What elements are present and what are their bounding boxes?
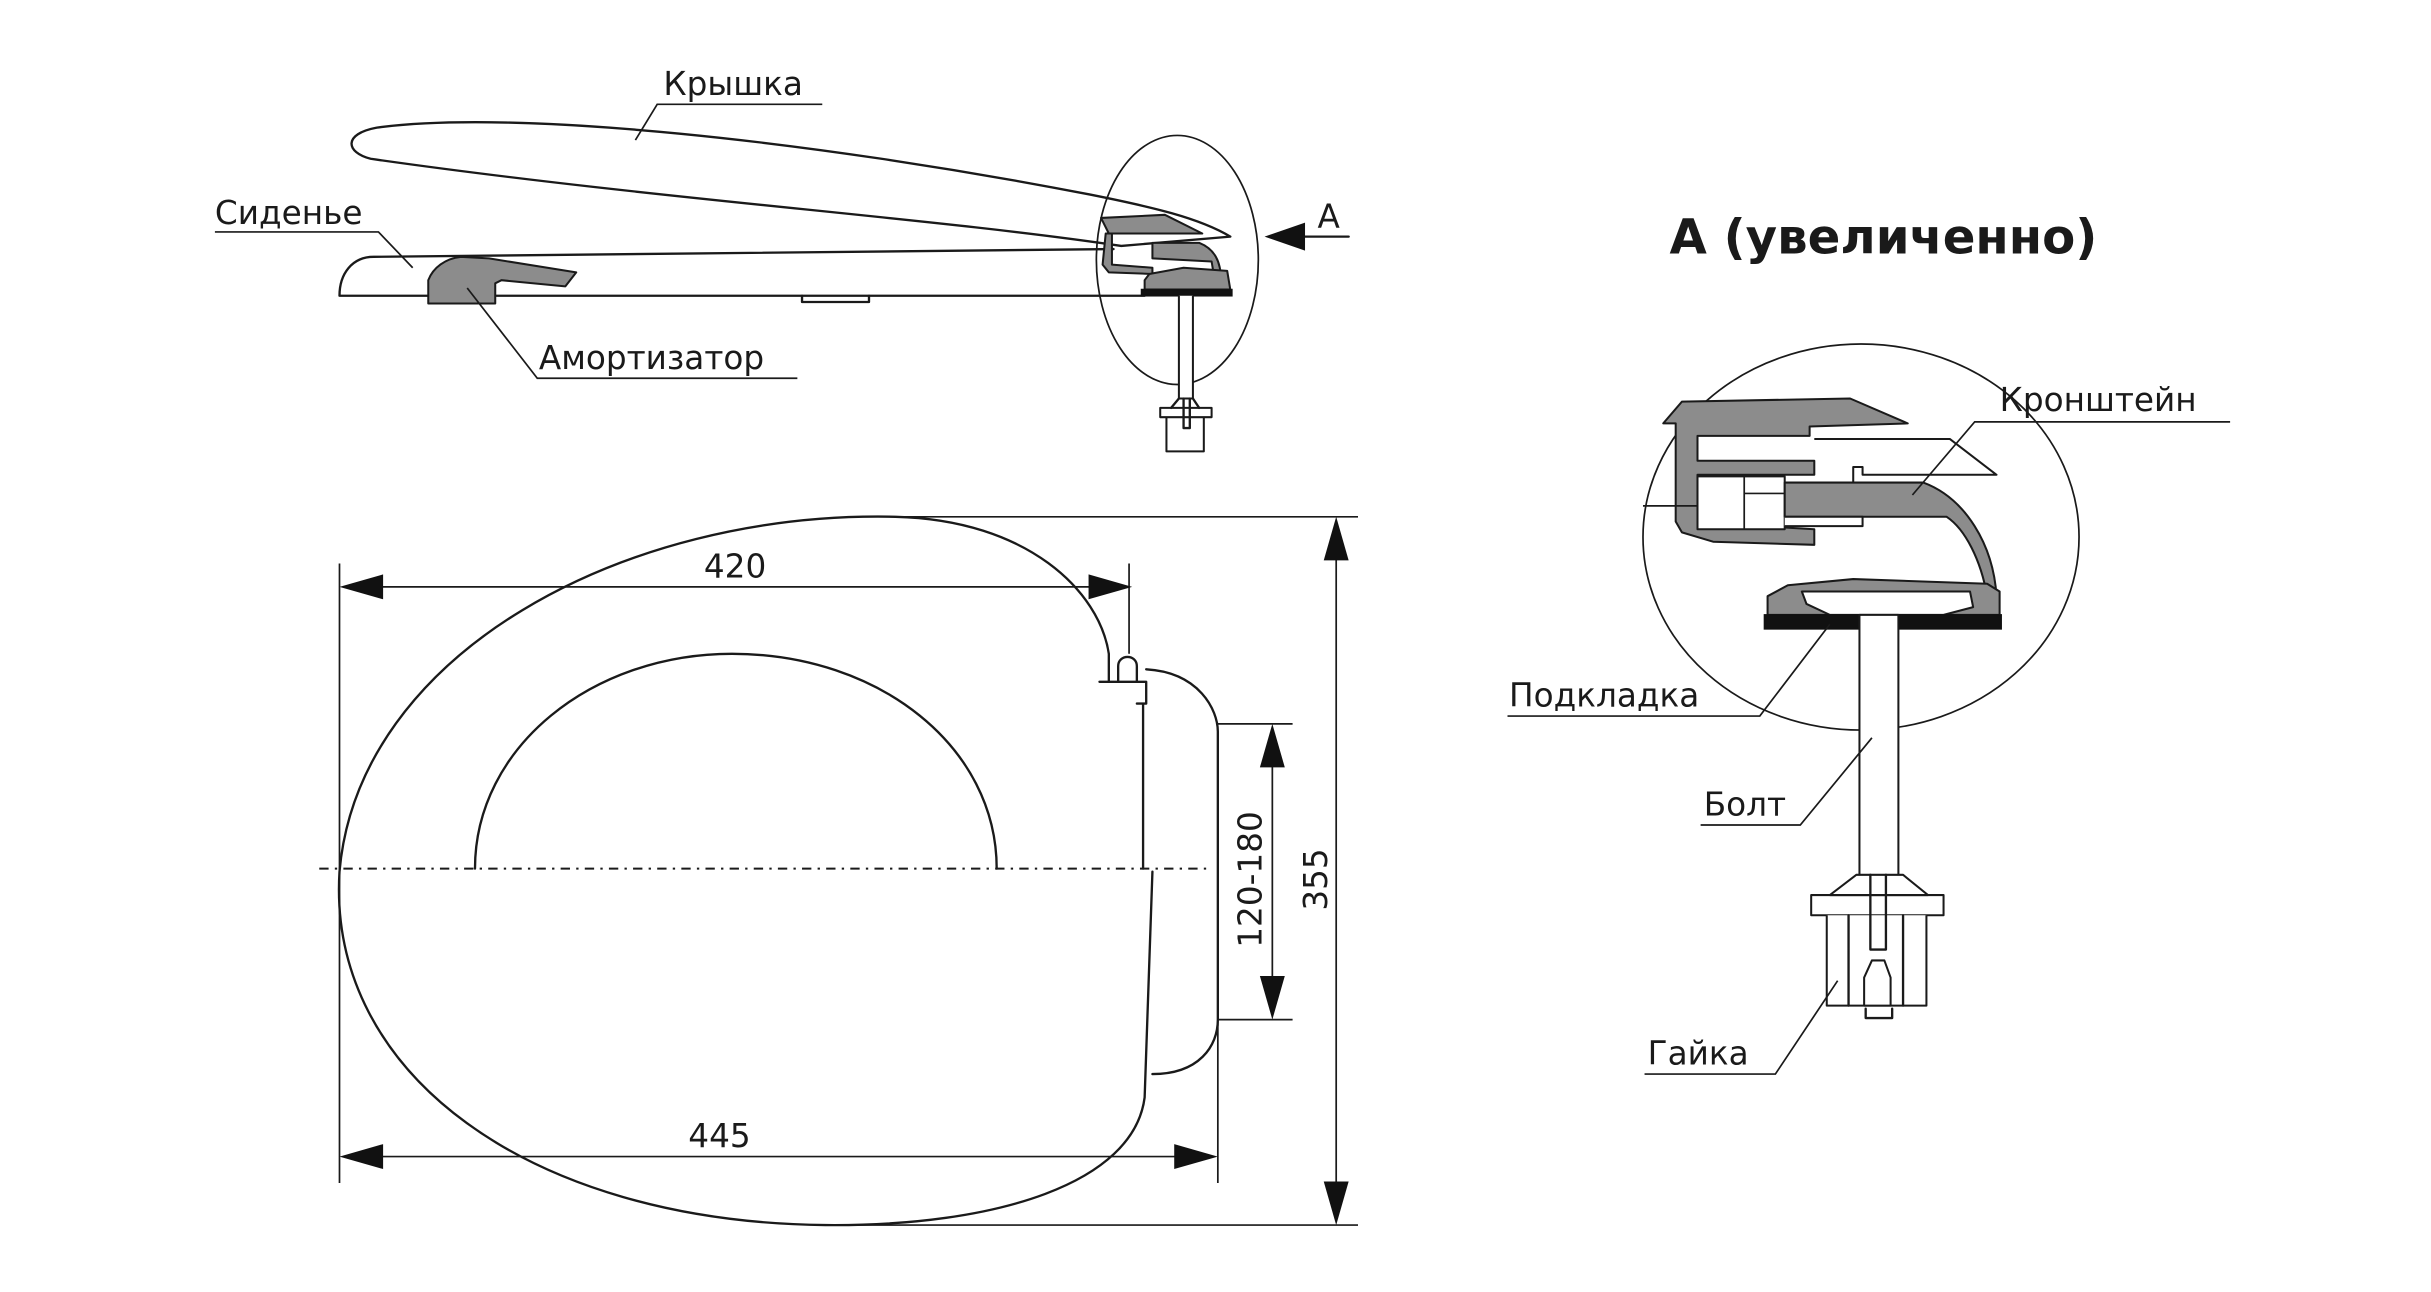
side-view: А Крышка Сиденье Амортизатор (214, 65, 1350, 453)
hinge-top-part (1100, 213, 1204, 235)
dim-hinge-arrow-top (1259, 723, 1285, 768)
bolt-part (1858, 613, 1900, 892)
buffer-leader (466, 287, 798, 380)
view-arrow-head (1264, 222, 1306, 251)
bracket-part (1783, 481, 1998, 598)
dim-445-arrow-right (1174, 1144, 1218, 1170)
nut-label: Гайка (1648, 1035, 1749, 1073)
base-cavity (1800, 590, 1975, 616)
bracket-shoulder (1784, 515, 1864, 528)
dim-355-value: 355 (1297, 848, 1335, 910)
nut-small-top (1169, 397, 1201, 430)
bracket-label: Кронштейн (2000, 381, 2197, 419)
gasket-small (1140, 288, 1233, 297)
nut-details (1847, 873, 1905, 1020)
lid-label: Крышка (663, 65, 802, 103)
seat-hinge-insert (1696, 475, 1786, 531)
seat-leader (214, 231, 414, 269)
dim-hinge-value: 120-180 (1231, 811, 1269, 948)
hinge-base-small (1143, 266, 1232, 291)
seat-label: Сиденье (215, 194, 363, 232)
dim-355-arrow-top (1323, 516, 1349, 561)
nut-tip (1863, 959, 1892, 1007)
plan-view: 420 445 120-180 355 (319, 515, 1358, 1227)
view-marker-label: А (1318, 197, 1341, 235)
dim-445-arrow-left (339, 1144, 384, 1170)
gasket-leader (1507, 623, 1831, 717)
dim-420-arrow-right (1088, 574, 1133, 600)
bolt-small (1177, 295, 1194, 400)
dim-420-value: 420 (704, 548, 766, 586)
seat-opening (473, 652, 998, 870)
bolt-leader (1700, 737, 1873, 826)
hinge-bracket-small (1101, 232, 1154, 275)
gasket-label: Подкладка (1509, 677, 1699, 715)
dim-420-arrow-left (339, 574, 384, 600)
lid-hinge-insert (1814, 437, 1998, 487)
lid-leader (634, 103, 823, 141)
dim-445-value: 445 (688, 1117, 750, 1155)
hinge-plan (1098, 655, 1220, 1076)
nut-small (1159, 406, 1213, 453)
seat-foot (800, 294, 871, 304)
bracket-leader (1911, 420, 2231, 496)
nut-washer (1810, 894, 1945, 917)
detail-circle-marker (1095, 134, 1260, 386)
buffer-part (427, 255, 578, 305)
buffer-label: Амортизатор (539, 339, 764, 377)
nut-leader (1644, 980, 1839, 1075)
bolt-label: Болт (1704, 786, 1786, 824)
lid-hinge-profile (1662, 397, 1909, 546)
seat-plan-outline (337, 515, 1154, 1227)
detail-view: А (увеличенно) Кронштейн Подкладка Болт (1507, 210, 2231, 1075)
dim-hinge-arrow-bottom (1259, 976, 1285, 1020)
detail-title: А (увеличенно) (1669, 210, 2097, 266)
lid-outline (350, 121, 1232, 248)
dim-355-arrow-bottom (1323, 1181, 1349, 1226)
nut-cone (1828, 873, 1929, 897)
